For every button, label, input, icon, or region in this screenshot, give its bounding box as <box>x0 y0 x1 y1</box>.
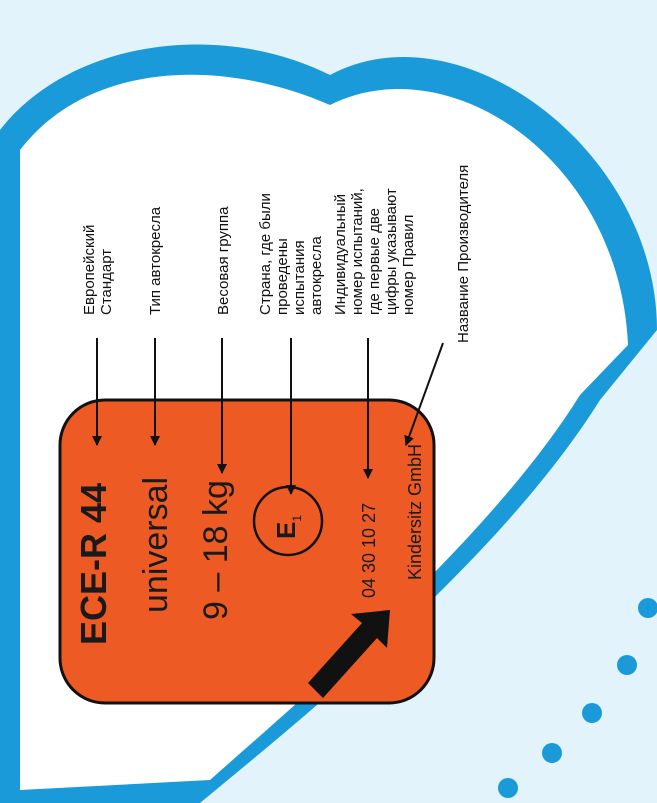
annotation-line: Страна, где были <box>257 193 274 315</box>
decor-dot <box>617 655 637 675</box>
annotation-line: испытания <box>291 240 308 315</box>
label-standard: ECE-R 44 <box>73 482 114 645</box>
label-weight-group: 9 – 18 kg <box>197 480 235 620</box>
annotation-line: Индивидуальный <box>332 194 349 315</box>
annotation-country: Страна, где были проведены испытания авт… <box>257 193 325 315</box>
label-seat-type: universal <box>137 476 175 613</box>
approval-mark-country: 1 <box>290 514 305 522</box>
approval-label <box>58 398 436 705</box>
annotation-line: номер Правил <box>400 214 417 315</box>
decor-dot <box>582 703 602 723</box>
annotation-line: автокресла <box>308 236 325 315</box>
decor-dot <box>638 598 657 618</box>
annotation-approval-number: Индивидуальный номер испытаний, где перв… <box>332 188 417 315</box>
annotation-manufacturer: Название Производителя <box>455 165 472 343</box>
decor-dot <box>542 743 562 763</box>
highlight-arrow <box>308 610 390 698</box>
approval-mark-text: E1 <box>270 515 313 539</box>
annotation-line: Стандарт <box>98 248 115 315</box>
annotation-line: где первые две <box>366 207 383 315</box>
annotation-weight-group: Весовая группа <box>215 206 232 315</box>
annotation-line: номер испытаний, <box>349 188 366 315</box>
annotation-standard: Европейский Стандарт <box>81 225 115 315</box>
approval-mark-letter: E <box>271 521 301 539</box>
annotation-line: проведены <box>274 238 291 315</box>
decor-dot <box>498 778 518 798</box>
label-approval-number: 04 30 10 27 <box>359 502 379 598</box>
annotation-line: Тип автокресла <box>147 206 164 315</box>
annotation-line: Название Производителя <box>455 164 472 343</box>
annotation-line: Европейский <box>81 224 98 315</box>
annotation-line: Весовая группа <box>215 206 232 315</box>
label-manufacturer: Kindersitz GmbH <box>405 443 425 580</box>
annotation-line: цифры указывают <box>383 188 400 315</box>
arrow-manufacturer <box>404 342 444 446</box>
annotation-seat-type: Тип автокресла <box>147 207 164 315</box>
